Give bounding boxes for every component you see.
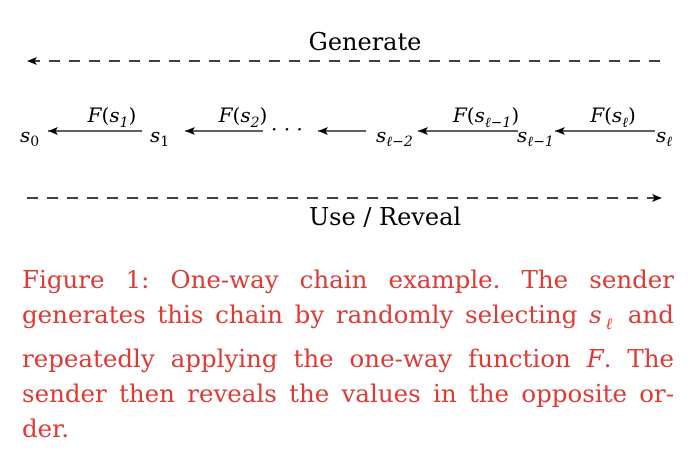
reveal-label: Use / Reveal <box>309 203 461 231</box>
chain-node-s-l-minus-1: sℓ−1 <box>517 123 554 150</box>
generate-label: Generate <box>309 28 422 56</box>
caption-function: F <box>586 343 604 373</box>
chain-node-s1: s1 <box>150 123 169 150</box>
caption-variable: sℓ <box>589 300 617 333</box>
function-label-3: F(sℓ−1) <box>452 103 519 131</box>
function-label-2: F(s2) <box>218 103 268 131</box>
function-label-4: F(sℓ) <box>589 103 636 131</box>
one-way-chain-diagram: Generate F(s1) F(s2) F(sℓ−1) F(sℓ) s0 s1… <box>20 28 672 231</box>
caption-suffix: . The sender then reveals the values in … <box>22 343 674 443</box>
caption-prefix: Figure 1: One-way chain example. The sen… <box>22 265 674 329</box>
caption-middle: and repeatedly applying the one-way func… <box>22 300 674 373</box>
function-label-1: F(s1) <box>87 103 137 131</box>
chain-ellipsis: · · · <box>271 117 303 141</box>
chain-node-s-l: sℓ <box>656 123 672 150</box>
chain-node-s-l-minus-2: sℓ−2 <box>376 123 413 150</box>
figure-caption: Figure 1: One-way chain example. The sen… <box>22 262 674 446</box>
chain-node-s0: s0 <box>20 123 39 150</box>
